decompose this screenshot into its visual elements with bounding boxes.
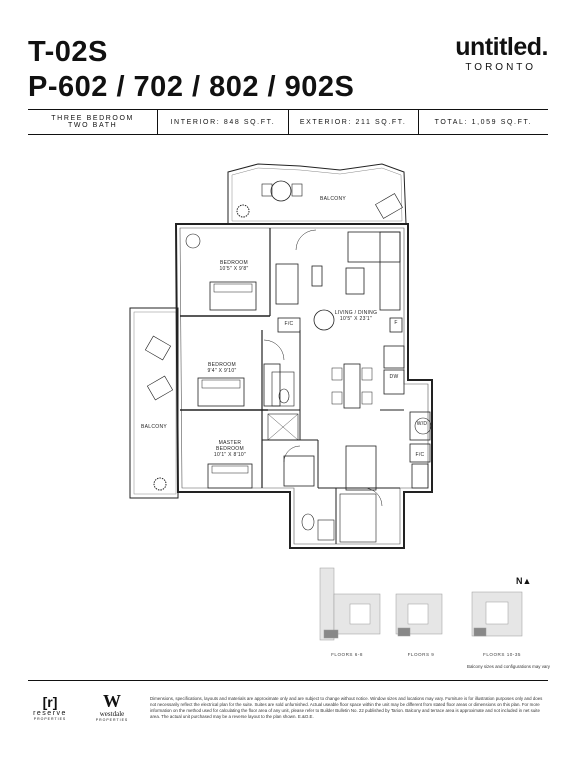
- bed-2: [197, 377, 245, 407]
- spec-exterior: EXTERIOR: 211 SQ.FT.: [289, 110, 419, 134]
- spec-rooms-line1: THREE BEDROOM: [51, 115, 134, 122]
- spec-interior: INTERIOR: 848 SQ.FT.: [158, 110, 289, 134]
- master-name: MASTER: [218, 440, 242, 446]
- master-name2: BEDROOM: [216, 446, 244, 452]
- balcony-top-outline: [227, 163, 407, 225]
- bedroom2-name: BEDROOM: [208, 362, 236, 368]
- spec-rooms: THREE BEDROOM TWO BATH: [28, 110, 159, 134]
- living-label: LIVING / DINING 10'5" X 23'1": [326, 310, 386, 322]
- living-size: 10'5" X 23'1": [339, 316, 373, 322]
- brand-logo: untitled.: [455, 33, 548, 61]
- reserve-logo: [r] reserve PROPERTIES: [30, 694, 70, 721]
- north-indicator: N▲: [516, 576, 531, 586]
- suite-outline: [174, 223, 433, 549]
- north-arrow-icon: ▲: [522, 576, 532, 586]
- unit-numbers: P-602 / 702 / 802 / 902S: [28, 71, 355, 103]
- bedroom2-size: 9'4" X 9'10": [207, 368, 237, 374]
- bedroom1-label: BEDROOM 10'5" X 9'8": [206, 260, 262, 272]
- closet-label-1: F/C: [284, 321, 294, 327]
- key-plans: [319, 567, 523, 641]
- dining-table: [343, 363, 361, 409]
- washer-dryer-label: W/D: [416, 421, 428, 427]
- fridge-label: F: [394, 320, 398, 326]
- master-label: MASTER BEDROOM 10'1" X 8'10": [200, 440, 260, 458]
- keyplan-label-b: FLOORS 9: [407, 652, 435, 657]
- disclaimer: Dimensions, specifications, layouts and …: [150, 696, 543, 719]
- dishwasher-label: DW: [389, 374, 399, 380]
- balcony-top-label: BALCONY: [320, 196, 346, 202]
- master-size: 10'1" X 8'10": [213, 452, 247, 458]
- westdale-mark: W: [103, 691, 121, 711]
- brand-city: TORONTO: [465, 62, 536, 73]
- footer-divider: [28, 680, 548, 681]
- reserve-sub: PROPERTIES: [33, 717, 67, 721]
- closet-label-2: F/C: [415, 452, 425, 458]
- spec-rooms-line2: TWO BATH: [68, 122, 118, 129]
- westdale-sub: PROPERTIES: [95, 718, 129, 722]
- unit-code: T-02S: [28, 36, 108, 68]
- spec-total: TOTAL: 1,059 SQ.FT.: [434, 118, 533, 126]
- bedroom1-name: BEDROOM: [220, 260, 248, 266]
- balcony-left-label: BALCONY: [141, 424, 167, 430]
- floor-plan: BALCONY BALCONY BEDROOM 10'5" X 9'8" BED…: [129, 163, 433, 549]
- living-name: LIVING / DINING: [334, 310, 378, 316]
- reserve-mark: [r]: [42, 694, 58, 710]
- keyplan-label-c: FLOORS 10-35: [483, 652, 521, 657]
- north-label: N: [516, 576, 523, 586]
- keyplan-label-a: FLOORS 6-8: [331, 652, 363, 657]
- spec-bar: THREE BEDROOM TWO BATH INTERIOR: 848 SQ.…: [28, 109, 548, 135]
- reserve-name: reserve: [33, 710, 67, 717]
- westdale-name: westdale: [99, 710, 125, 718]
- bed-master: [207, 463, 253, 489]
- balcony-note: Balcony sizes and configurations may var…: [467, 664, 550, 669]
- bedroom1-size: 10'5" X 9'8": [219, 266, 249, 272]
- westdale-logo: W westdale PROPERTIES: [92, 692, 132, 722]
- bedroom2-label: BEDROOM 9'4" X 9'10": [194, 362, 250, 374]
- bed-1: [209, 281, 257, 311]
